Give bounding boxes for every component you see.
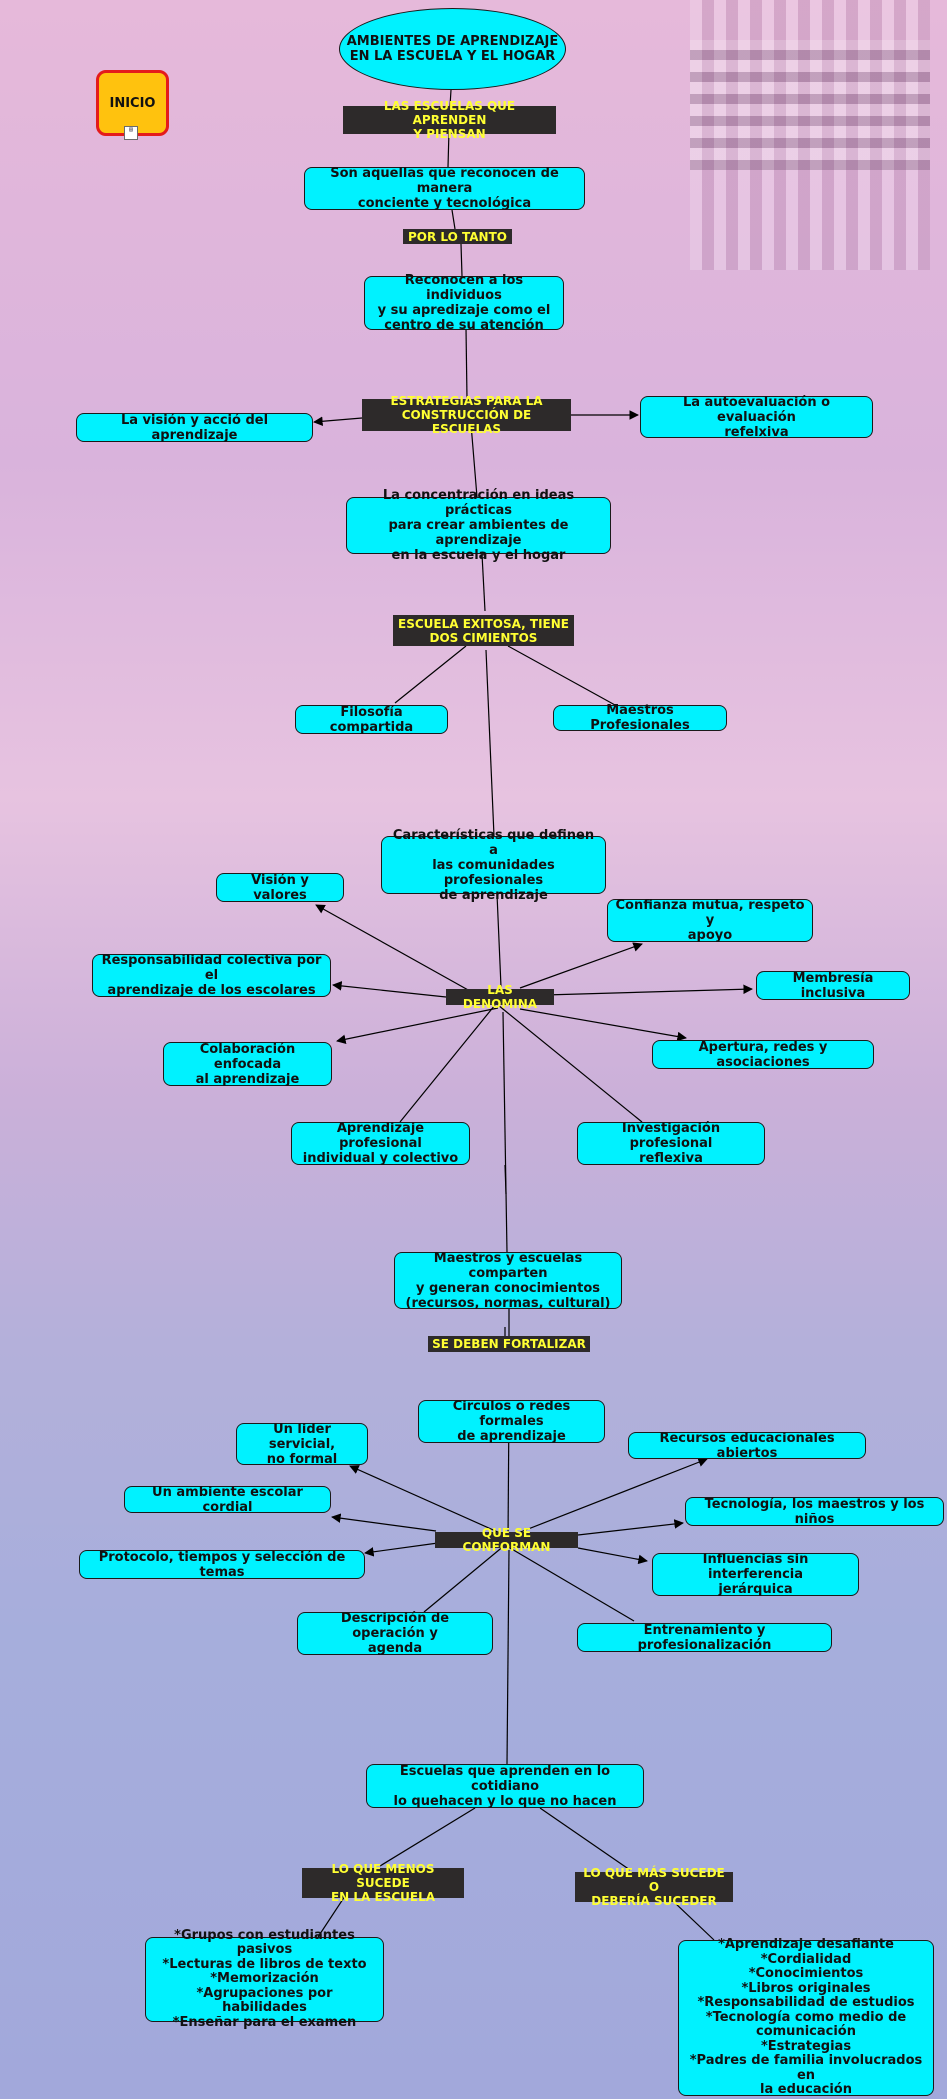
concept-inclusive-membership[interactable]: Membresía inclusiva <box>756 971 910 1001</box>
concept-focused-collaboration[interactable]: Colaboración enfocada al aprendizaje <box>163 1042 332 1087</box>
link-label-7: QUE SE CONFORMAN <box>435 1526 578 1554</box>
concept-formal-circles[interactable]: Circulos o redes formales de aprendizaje <box>418 1399 605 1444</box>
link-label-1: LAS ESCUELAS QUE APRENDEN Y PIENSAN <box>343 99 556 141</box>
concept-mutual-trust[interactable]: Confianza mutua, respeto y apoyo <box>607 898 813 943</box>
concept-openness-networks[interactable]: Apertura, redes y asociaciones <box>652 1040 874 1070</box>
concept-open-resources[interactable]: Recursos educacionales abiertos <box>628 1431 866 1461</box>
concept-self-evaluation[interactable]: La autoevaluación o evaluación refelxiva <box>640 395 873 440</box>
concept-cordial-environment[interactable]: Un ambiente escolar cordial <box>124 1485 331 1515</box>
concept-recognize-individuals[interactable]: Reconocen a los individuos y su aprediza… <box>364 273 564 333</box>
start-button[interactable]: INICIO <box>96 70 169 136</box>
concept-technology[interactable]: Tecnología, los maestros y los niños <box>685 1497 944 1527</box>
map-title: AMBIENTES DE APRENDIZAJE EN LA ESCUELA Y… <box>339 8 566 90</box>
concept-protocol[interactable]: Protocolo, tiempos y selección de temas <box>79 1550 365 1580</box>
list-most-happens[interactable]: *Aprendizaje desafiante *Cordialidad *Co… <box>678 1938 934 2097</box>
blurred-image <box>690 0 930 270</box>
concept-professional-learning[interactable]: Aprendizaje profesional individual y col… <box>291 1121 470 1166</box>
concept-definition[interactable]: Son aquellas que reconocen de manera con… <box>304 166 585 211</box>
concept-operation-agenda[interactable]: Descripción de operación y agenda <box>297 1611 493 1656</box>
blurred-image-detail <box>690 40 930 170</box>
concept-vision-values[interactable]: Visión y valores <box>216 873 344 903</box>
concept-collective-responsibility[interactable]: Responsabilidad colectiva por el aprendi… <box>92 953 331 998</box>
list-least-happens[interactable]: *Grupos con estudiantes pasivos *Lectura… <box>145 1928 384 2030</box>
concept-servant-leader[interactable]: Un lider servicial, no formal <box>236 1422 368 1467</box>
concept-professional-teachers[interactable]: Maestros Profesionales <box>553 703 727 733</box>
attached-resource-icon[interactable]: ▤ <box>124 126 138 140</box>
link-label-9: LO QUE MÁS SUCEDE O DEBERÍA SUCEDER <box>575 1866 733 1908</box>
concept-characteristics[interactable]: Características que definen a las comuni… <box>381 828 606 903</box>
link-label-8: LO QUE MENOS SUCEDE EN LA ESCUELA <box>302 1862 464 1904</box>
concept-non-hierarchical[interactable]: Influencias sin interferencia jerárquica <box>652 1552 859 1597</box>
link-label-3: ESTRATEGIAS PARA LA CONSTRUCCIÓN DE ESCU… <box>362 394 571 436</box>
link-label-2: POR LO TANTO <box>403 229 512 244</box>
concept-vision-action[interactable]: La visión y acció del aprendizaje <box>76 413 313 443</box>
concept-training[interactable]: Entrenamiento y profesionalización <box>577 1623 832 1653</box>
link-label-4: ESCUELA EXITOSA, TIENE DOS CIMIENTOS <box>393 615 574 646</box>
concept-shared-philosophy[interactable]: Filosofía compartida <box>295 705 448 735</box>
link-label-5: LAS DENOMINA <box>446 983 554 1011</box>
concept-reflective-research[interactable]: Investigación profesional reflexiva <box>577 1121 765 1166</box>
link-label-6: SE DEBEN FORTALIZAR <box>428 1336 590 1352</box>
concept-practical-ideas[interactable]: La concentración en ideas prácticas para… <box>346 488 611 563</box>
concept-everyday-schools[interactable]: Escuelas que aprenden en lo cotidiano lo… <box>366 1764 644 1809</box>
concept-share-knowledge[interactable]: Maestros y escuelas comparten y generan … <box>394 1251 622 1311</box>
